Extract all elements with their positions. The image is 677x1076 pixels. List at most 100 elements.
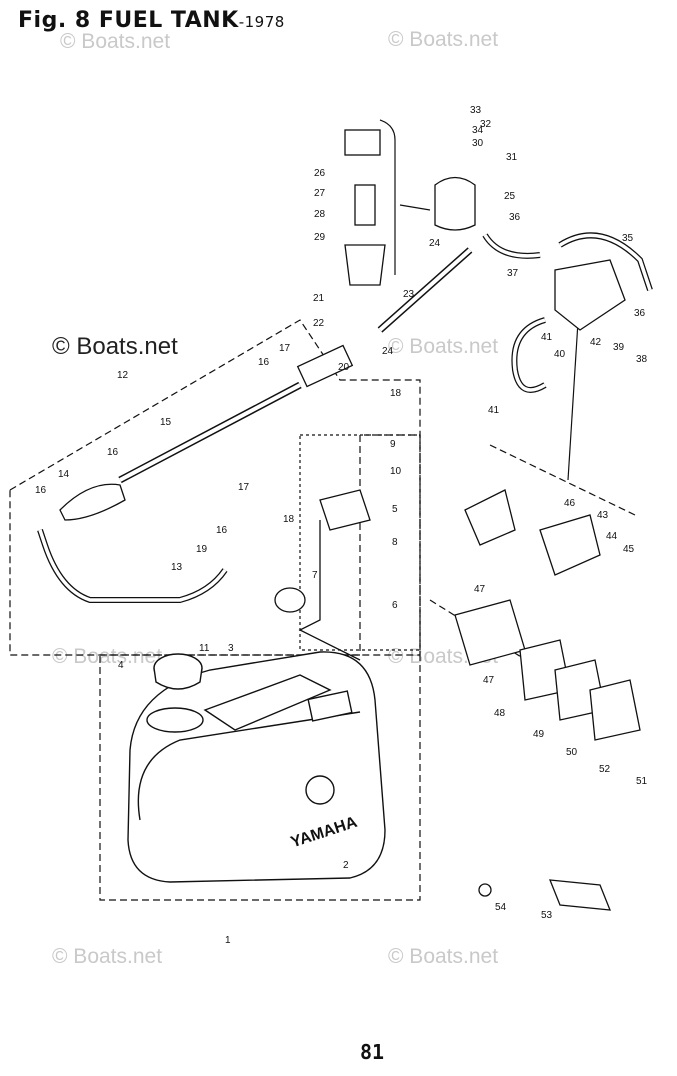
callout: 27 [314, 188, 326, 199]
tank-cap [153, 653, 203, 690]
callout: 18 [283, 514, 295, 525]
fuel-filter-25 [434, 176, 476, 231]
pump-gasket-46 [464, 489, 516, 546]
callout: 35 [622, 233, 634, 244]
watermark: © Boats.net [52, 945, 163, 968]
tank-filler-neck [146, 707, 204, 733]
callout: 16 [107, 447, 119, 458]
filter-cap [344, 129, 381, 156]
cap-skirt [153, 667, 203, 690]
callout: 16 [258, 357, 270, 368]
callout: 51 [636, 776, 648, 787]
callout: 38 [636, 354, 648, 365]
watermark: © Boats.net [60, 30, 171, 53]
parts [59, 129, 641, 911]
callout: 3 [228, 643, 234, 654]
callout: 19 [196, 544, 208, 555]
hose-assembly-box [9, 319, 421, 656]
pump-cover-50 [589, 679, 641, 741]
callout: 49 [533, 729, 545, 740]
hose-37-inner [483, 234, 541, 258]
fuel-strainer-7 [274, 587, 306, 613]
pump-box-top [489, 444, 636, 516]
callout: 44 [606, 531, 618, 542]
callout: 14 [58, 469, 70, 480]
callout: 40 [554, 349, 566, 360]
callout: 31 [506, 152, 518, 163]
callout: 16 [216, 525, 228, 536]
callout: 12 [117, 370, 129, 381]
callout: 47 [474, 584, 486, 595]
callout: 48 [494, 708, 506, 719]
hose-35-inner [559, 233, 652, 291]
callout: 9 [390, 439, 396, 450]
callout: 13 [171, 562, 183, 573]
callout: 32 [480, 119, 492, 130]
callout: 24 [429, 238, 441, 249]
fitting-box [299, 434, 421, 651]
callout: 36 [634, 308, 646, 319]
callout: 22 [313, 318, 325, 329]
callout: 17 [238, 482, 250, 493]
tank-handle [203, 674, 332, 731]
watermark: © Boats.net [52, 645, 163, 668]
callout: 6 [392, 600, 398, 611]
filter-bowl [344, 244, 386, 286]
clip-53 [548, 879, 612, 911]
page-number: 81 [360, 1040, 385, 1064]
callout: 43 [597, 510, 609, 521]
callout: 2 [343, 860, 349, 871]
callout: 54 [495, 902, 507, 913]
callout: 50 [566, 747, 578, 758]
callout: 36 [509, 212, 521, 223]
callout: 4 [118, 660, 124, 671]
callout: 1 [225, 935, 231, 946]
callout: 41 [541, 332, 553, 343]
hose-23-inner [378, 248, 472, 332]
callout: 52 [599, 764, 611, 775]
callout: 11 [199, 643, 210, 654]
callout: 25 [504, 191, 516, 202]
callout: 45 [623, 544, 635, 555]
callout: 41 [488, 405, 500, 416]
tank-ridge [137, 711, 361, 821]
callout: 18 [390, 388, 402, 399]
callout: 46 [564, 498, 576, 509]
callout: 28 [314, 209, 326, 220]
fuel-pump [554, 259, 626, 331]
callout: 24 [382, 346, 394, 357]
callout: 30 [472, 138, 484, 149]
callout-numbers: 1 2 3 4 5 6 7 8 9 10 11 12 13 14 15 16 1… [35, 105, 648, 946]
figure-name: FUEL TANK [98, 8, 239, 33]
pump-body-47 [454, 599, 526, 666]
callout: 23 [403, 289, 415, 300]
callout: 5 [392, 504, 398, 515]
filter-bracket [379, 119, 396, 275]
tank-fitting-plate [307, 690, 353, 722]
figure-year: -1978 [238, 13, 285, 31]
primer-bulb [59, 483, 126, 521]
callout: 42 [590, 337, 602, 348]
callout: 37 [507, 268, 519, 279]
callout: 33 [470, 105, 482, 116]
callout: 47 [483, 675, 495, 686]
assembly-boxes [9, 119, 636, 901]
hose-13 [37, 529, 228, 603]
callout: 16 [35, 485, 47, 496]
joint-5 [319, 489, 371, 531]
callout: 7 [312, 570, 318, 581]
watermark: © Boats.net [52, 333, 178, 360]
hose-15-inner [119, 383, 301, 482]
screw-54 [478, 883, 492, 897]
pump-diaphragm-43 [539, 514, 601, 576]
watermark: © Boats.net [388, 335, 499, 358]
callout: 15 [160, 417, 172, 428]
hose-13-inner [38, 529, 227, 602]
callout: 20 [338, 362, 350, 373]
filter-element [354, 184, 376, 226]
figure-title: Fig. 8 FUEL TANK-1978 [18, 8, 285, 33]
callout: 53 [541, 910, 553, 921]
fuel-lines [37, 232, 653, 661]
filter-arrow [399, 204, 431, 211]
